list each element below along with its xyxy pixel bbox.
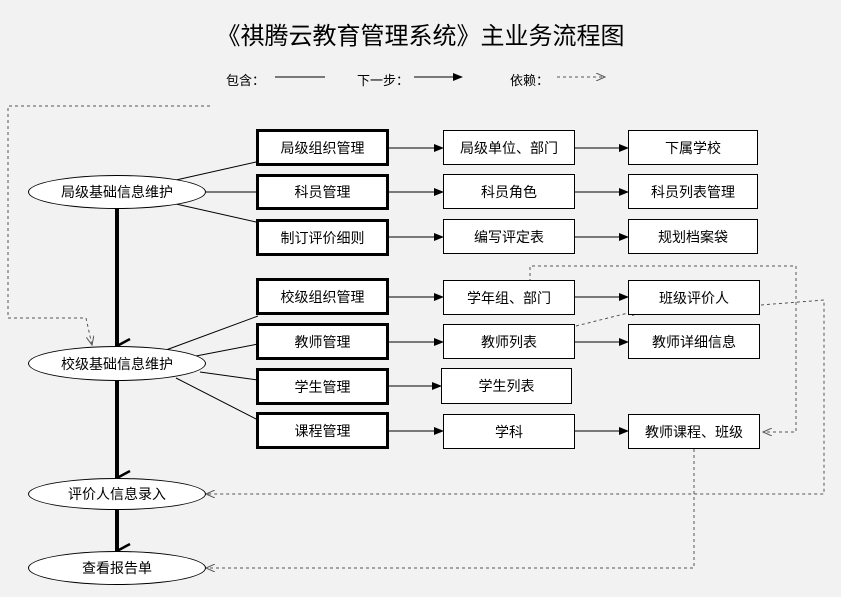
view-report-node: 查看报告单 xyxy=(28,551,206,585)
teacher-detail-node: 教师详细信息 xyxy=(628,324,760,359)
legend-include-label: 包含： xyxy=(226,74,266,89)
school-org-mgmt-node: 校级组织管理 xyxy=(256,278,389,315)
bureau-unit-dept-node: 局级单位、部门 xyxy=(443,130,575,165)
teacher-mgmt-node: 教师管理 xyxy=(256,323,389,360)
teacher-course-class-node: 教师课程、班级 xyxy=(628,414,760,449)
write-eval-form-node: 编写评定表 xyxy=(443,219,575,254)
subject-node: 学科 xyxy=(443,414,575,449)
student-mgmt-node: 学生管理 xyxy=(256,368,389,405)
class-evaluator-node: 班级评价人 xyxy=(628,280,760,315)
eval-rules-node: 制订评价细则 xyxy=(256,219,389,256)
school-base-info-node: 校级基础信息维护 xyxy=(28,346,206,381)
student-list-node: 学生列表 xyxy=(441,368,572,404)
teacher-list-node: 教师列表 xyxy=(443,324,575,359)
legend-next-step-label: 下一步： xyxy=(357,74,410,89)
bureau-base-info-node: 局级基础信息维护 xyxy=(28,175,206,209)
diagram-title: 《祺腾云教育管理系统》主业务流程图 xyxy=(216,22,625,50)
sub-school-node: 下属学校 xyxy=(628,130,758,165)
staff-mgmt-node: 科员管理 xyxy=(256,174,389,210)
grade-dept-node: 学年组、部门 xyxy=(443,280,575,315)
plan-archive-node: 规划档案袋 xyxy=(628,219,758,254)
legend-depend-label: 依赖： xyxy=(510,74,550,89)
bureau-org-mgmt-node: 局级组织管理 xyxy=(256,129,389,166)
evaluator-entry-node: 评价人信息录入 xyxy=(28,478,206,510)
course-mgmt-node: 课程管理 xyxy=(256,412,389,449)
staff-role-node: 科员角色 xyxy=(443,174,575,209)
staff-list-mgmt-node: 科员列表管理 xyxy=(628,174,758,209)
